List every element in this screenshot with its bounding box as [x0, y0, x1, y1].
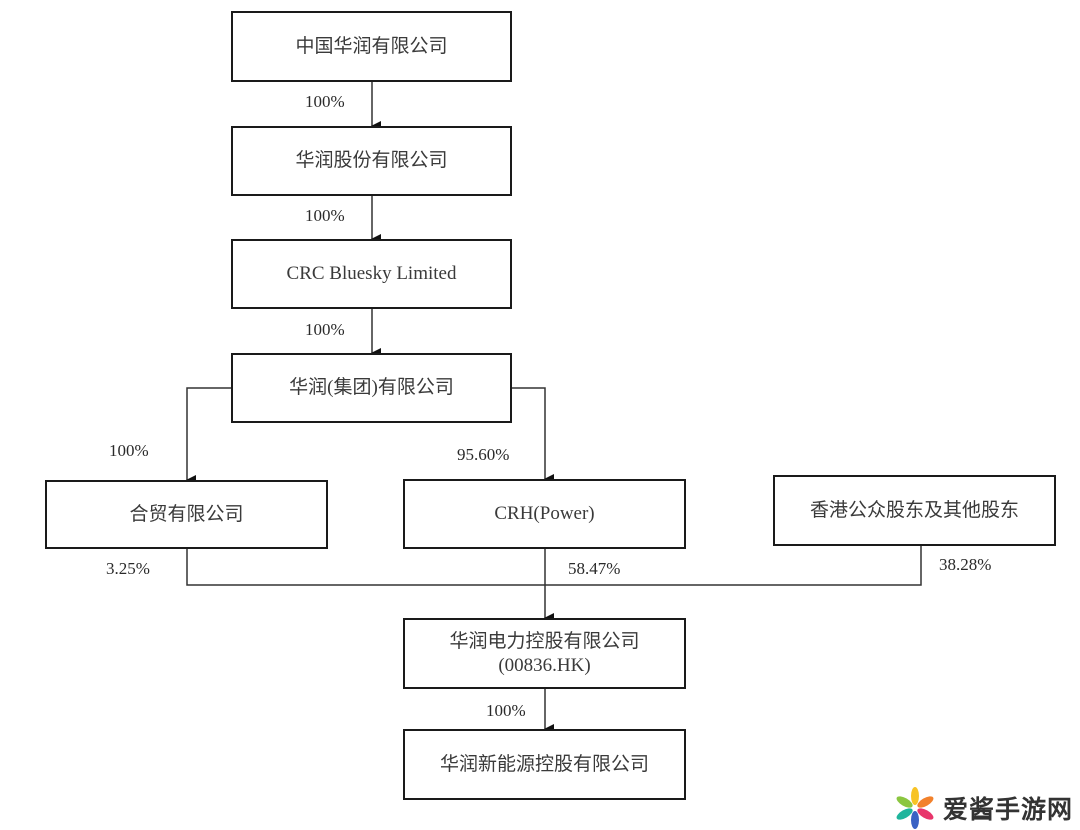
entity-public-shareholders: 香港公众股东及其他股东: [773, 475, 1056, 546]
pct-group-to-hemao: 100%: [109, 441, 149, 460]
entity-label: 华润电力控股有限公司: [449, 630, 640, 652]
edge-group-to-crh-power: [512, 387, 554, 484]
entity-china-resources-ltd: 中国华润有限公司: [231, 11, 512, 82]
entity-china-resources-group: 华润(集团)有限公司: [231, 353, 512, 423]
entity-label: CRC Bluesky Limited: [286, 263, 457, 285]
entity-label: 华润(集团)有限公司: [289, 377, 454, 399]
entity-crh-power: CRH(Power): [403, 479, 686, 549]
entity-label: 合贸有限公司: [129, 503, 244, 525]
entity-label: 中国华润有限公司: [295, 35, 448, 57]
pinwheel-logo-icon: [896, 787, 934, 829]
entity-china-resources-shares: 华润股份有限公司: [231, 126, 512, 196]
entity-label: 华润股份有限公司: [295, 150, 448, 172]
pct-shares-to-bluesky: 100%: [305, 206, 345, 225]
stock-code: (00836.HK): [498, 654, 591, 676]
edge-hemao-to-cr-power: [186, 548, 545, 586]
entity-crc-bluesky: CRC Bluesky Limited: [231, 239, 512, 309]
entity-label: CRH(Power): [494, 503, 595, 525]
entity-label: 香港公众股东及其他股东: [809, 499, 1019, 521]
pct-public-to-cr-power: 38.28%: [939, 555, 992, 574]
watermark: 爱酱手游网: [893, 786, 1073, 830]
entity-cr-new-energy: 华润新能源控股有限公司: [403, 729, 686, 800]
edge-group-to-hemao: [186, 387, 232, 485]
pct-cr-power-to-new-energy: 100%: [486, 701, 526, 720]
pct-crh-power-to-cr-power: 58.47%: [568, 559, 621, 578]
pct-crc-to-shares: 100%: [305, 92, 345, 111]
watermark-text: 爱酱手游网: [943, 795, 1074, 824]
entity-cr-power-holdings: 华润电力控股有限公司 (00836.HK): [403, 618, 686, 689]
edge-public-to-cr-power: [545, 545, 922, 586]
entity-label: 华润新能源控股有限公司: [439, 753, 649, 775]
pct-group-to-crh-power: 95.60%: [457, 445, 510, 464]
entity-hemao: 合贸有限公司: [45, 480, 328, 549]
pct-hemao-to-cr-power: 3.25%: [106, 559, 150, 578]
pct-bluesky-to-group: 100%: [305, 320, 345, 339]
